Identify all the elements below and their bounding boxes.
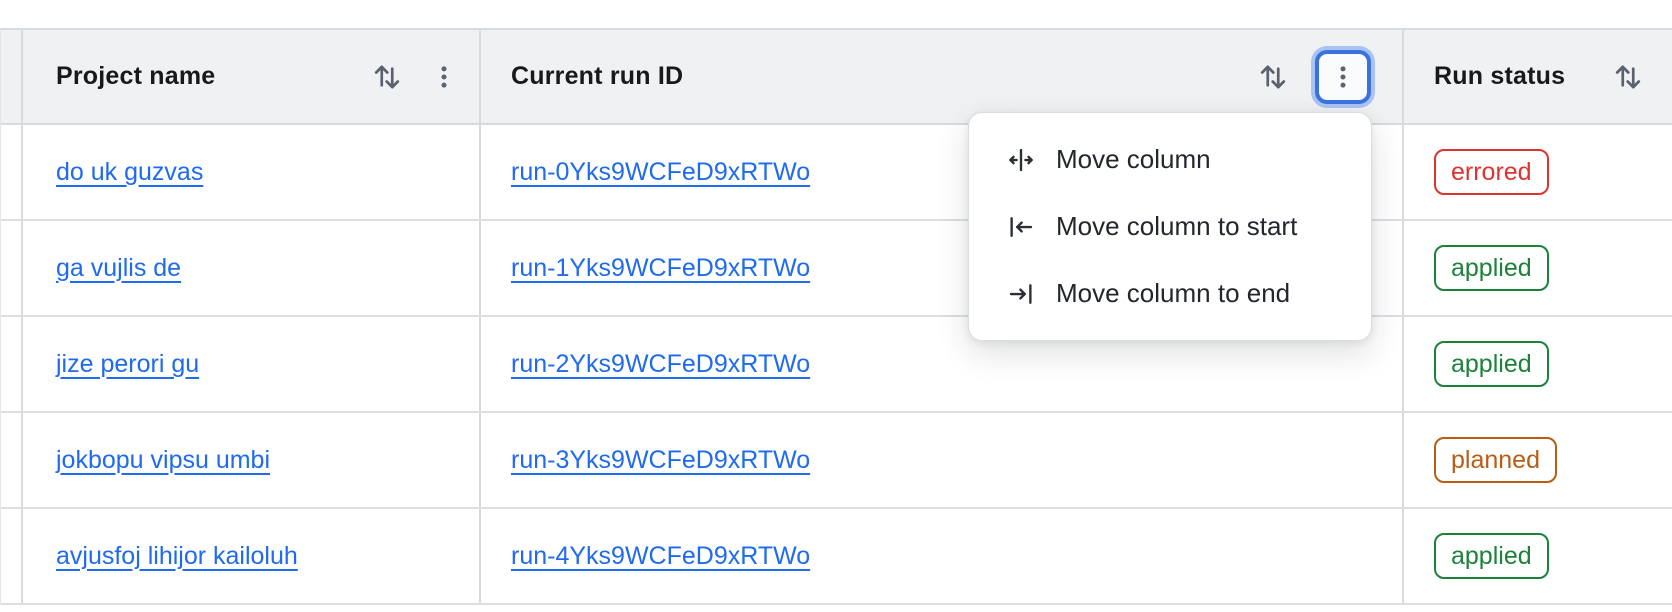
status-badge: errored [1434,149,1549,195]
project-link[interactable]: jokbopu vipsu umbi [56,445,271,474]
sort-button[interactable] [369,59,405,95]
gutter-cell [1,317,23,411]
sort-arrows-icon [1260,64,1286,89]
gutter-cell [1,413,23,507]
move-column-icon [1009,148,1033,171]
menu-item-move-column-to-end[interactable]: Move column to end [969,260,1371,327]
column-label: Project name [56,62,216,90]
gutter-cell [1,125,23,219]
kebab-icon [1340,65,1346,88]
status-badge: applied [1434,245,1549,291]
project-link[interactable]: avjusfoj lihijor kailoluh [56,541,298,570]
kebab-icon [441,65,447,88]
projects-table: Project name Current run ID [0,28,1672,605]
menu-item-move-column[interactable]: Move column [969,126,1371,193]
project-link[interactable]: do uk guzvas [56,157,204,186]
menu-item-label: Move column to start [1056,211,1298,241]
menu-item-label: Move column [1056,144,1211,174]
project-link[interactable]: ga vujlis de [56,253,182,282]
column-options-menu: Move column Move column to start Move co… [968,112,1372,341]
column-header-project-name: Project name [23,30,481,123]
column-label: Current run ID [511,62,684,90]
sort-arrows-icon [1615,64,1641,89]
status-badge: applied [1434,341,1549,387]
run-id-link[interactable]: run-2Yks9WCFeD9xRTWo [511,349,811,378]
move-column-to-start-icon [1010,216,1033,237]
gutter-cell [1,221,23,315]
page-background [0,0,1672,28]
status-badge: planned [1434,437,1557,483]
table-row: ga vujlis de run-1Yks9WCFeD9xRTWo applie… [1,221,1672,317]
column-header-current-run-id: Current run ID [481,30,1404,123]
menu-item-label: Move column to end [1056,278,1291,308]
project-link[interactable]: jize perori gu [56,349,200,378]
move-column-to-end-icon [1009,283,1032,304]
gutter-column-header [1,30,23,123]
column-label: Run status [1434,62,1566,90]
gutter-cell [1,509,23,603]
sort-button[interactable] [1610,59,1646,95]
table-row: jokbopu vipsu umbi run-3Yks9WCFeD9xRTWo … [1,413,1672,509]
status-badge: applied [1434,533,1549,579]
table-header-row: Project name Current run ID [1,30,1672,125]
run-id-link[interactable]: run-1Yks9WCFeD9xRTWo [511,253,811,282]
column-menu-button-focused[interactable] [1315,49,1371,104]
sort-arrows-icon [374,64,400,89]
table-row: do uk guzvas run-0Yks9WCFeD9xRTWo errore… [1,125,1672,221]
run-id-link[interactable]: run-3Yks9WCFeD9xRTWo [511,445,811,474]
table-row: avjusfoj lihijor kailoluh run-4Yks9WCFeD… [1,509,1672,605]
sort-button[interactable] [1255,59,1291,95]
menu-item-move-column-to-start[interactable]: Move column to start [969,193,1371,260]
run-id-link[interactable]: run-4Yks9WCFeD9xRTWo [511,541,811,570]
column-header-run-status: Run status [1404,30,1672,123]
column-menu-button[interactable] [429,62,459,92]
run-id-link[interactable]: run-0Yks9WCFeD9xRTWo [511,157,811,186]
table-row: jize perori gu run-2Yks9WCFeD9xRTWo appl… [1,317,1672,413]
